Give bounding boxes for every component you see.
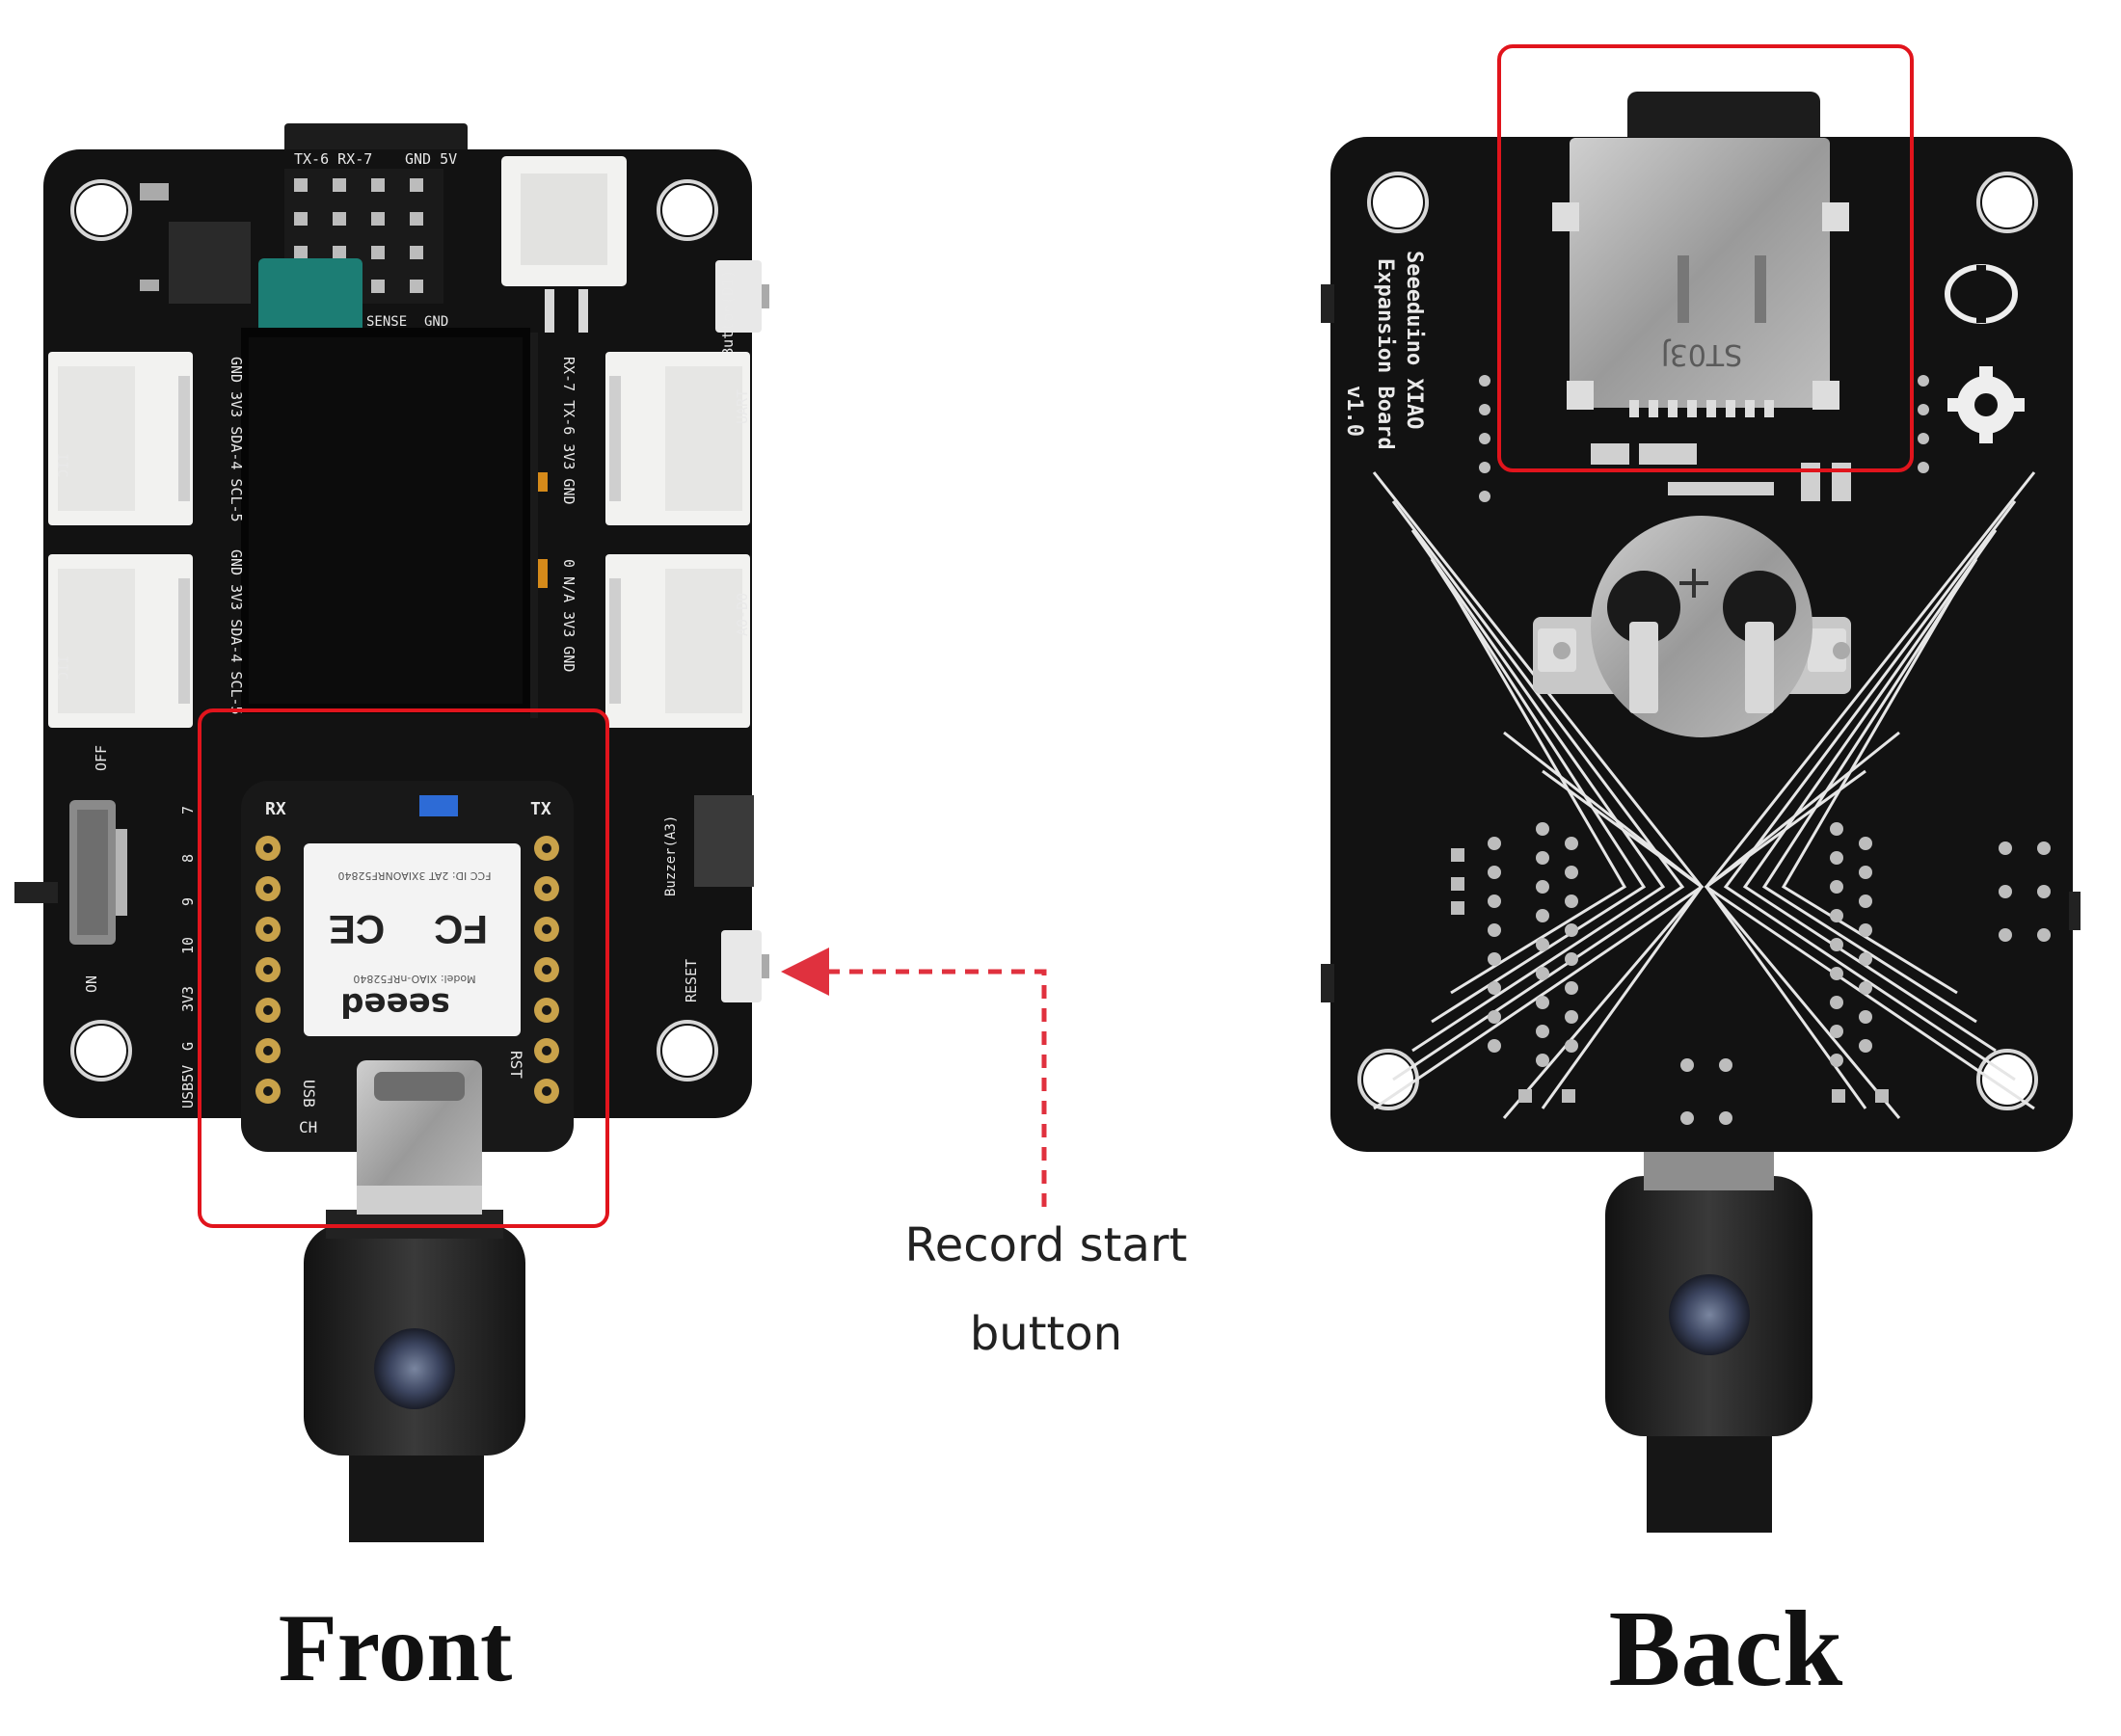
sd-card-slot bbox=[1552, 138, 1849, 417]
svg-text:9: 9 bbox=[179, 897, 197, 906]
pins-left-1: GND 3V3 SDA-4 SCL-5 bbox=[228, 357, 245, 522]
module-usb-label: USB bbox=[300, 1080, 318, 1108]
button-d1-label: Button(D1) bbox=[719, 270, 737, 357]
highlight-box-front bbox=[198, 708, 609, 1228]
annotation-line-1: Record start bbox=[904, 1218, 1188, 1272]
module-shield bbox=[304, 843, 521, 1036]
annotation-line-2: button bbox=[969, 1307, 1123, 1361]
x-trace-pattern bbox=[1372, 471, 2036, 1119]
svg-text:10: 10 bbox=[179, 937, 197, 954]
button-d1[interactable] bbox=[715, 260, 762, 333]
cable-logo-icon bbox=[374, 1328, 455, 1409]
annotation-arrow bbox=[781, 948, 1047, 1207]
coin-cell-holder bbox=[1533, 516, 1851, 737]
back-title-line1: Seeeduino XIAO bbox=[1402, 251, 1426, 429]
module-tx-label: TX bbox=[530, 799, 551, 819]
pins-left-2: GND 3V3 SDA-4 SCL-5 bbox=[228, 549, 245, 715]
header-label-gnd-5v: GND 5V bbox=[405, 150, 457, 168]
back-version: v1.0 bbox=[1342, 386, 1366, 437]
grove-connector-iic-1[interactable] bbox=[48, 352, 193, 525]
grove-connector-uart[interactable] bbox=[605, 352, 750, 525]
back-board: Seeeduino XIAO Expansion Board v1.0 bbox=[1321, 92, 2081, 1533]
iic-1-label: IIC bbox=[54, 453, 69, 477]
switch-on-label: ON bbox=[83, 975, 100, 993]
header-label-tx-rx: TX-6 RX-7 bbox=[294, 150, 372, 168]
svg-text:7: 7 bbox=[179, 806, 197, 815]
module-ch-label: CH bbox=[299, 1118, 317, 1136]
module-model: Model: XIAO-nRF52840 bbox=[353, 973, 475, 985]
header-label-sense: SENSE bbox=[366, 314, 407, 330]
sd-marking: ST03J bbox=[1661, 337, 1742, 371]
front-board: TX-6 RX-7 GND 5V SENSE GND Button(D1) GN… bbox=[14, 123, 769, 1542]
highlight-box-back bbox=[1497, 44, 1914, 472]
caption-back: Back bbox=[1608, 1589, 1843, 1709]
ce-mark-icon: CE bbox=[329, 907, 385, 952]
header-label-gnd: GND bbox=[424, 314, 448, 330]
grove-connector-a0-d0[interactable] bbox=[605, 554, 750, 728]
seeed-logo-icon bbox=[1945, 264, 2018, 324]
module-rst-label: RST bbox=[507, 1051, 525, 1079]
gear-logo-icon bbox=[1947, 366, 2025, 443]
pins-right-1: RX-7 TX-6 3V3 GND bbox=[560, 357, 577, 505]
switch-off-label: OFF bbox=[93, 745, 110, 771]
mounting-holes bbox=[70, 179, 718, 1082]
svg-text:G: G bbox=[179, 1042, 197, 1051]
back-mounting-holes bbox=[1357, 172, 2038, 1110]
svg-text:3V3: 3V3 bbox=[179, 986, 197, 1012]
grove-connector-iic-2[interactable] bbox=[48, 554, 193, 728]
uart-label: UART bbox=[734, 389, 751, 424]
xiao-module bbox=[241, 781, 574, 1152]
usb-cable-back bbox=[1605, 1152, 1812, 1533]
reset-label: RESET bbox=[683, 959, 700, 1002]
buzzer-label: Buzzer(A3) bbox=[663, 815, 679, 896]
caption-front: Front bbox=[278, 1594, 513, 1701]
module-rx-label: RX bbox=[265, 799, 286, 819]
module-fcc-id: FCC ID: 2AT 3XIAONRF52840 bbox=[338, 869, 492, 882]
usb-cable-front bbox=[304, 1210, 525, 1542]
usb-c-plug-front bbox=[357, 1060, 482, 1215]
cable-logo-icon-back bbox=[1669, 1274, 1750, 1355]
iic-2-label: IIC bbox=[54, 655, 69, 680]
svg-text:8: 8 bbox=[179, 854, 197, 863]
pad-grid bbox=[1451, 822, 2051, 1125]
sensor-chip bbox=[258, 258, 362, 335]
reset-button[interactable] bbox=[721, 930, 762, 1002]
back-title-line2: Expansion Board bbox=[1373, 258, 1397, 450]
a0-d0-label: A0-D0 bbox=[734, 593, 751, 636]
module-brand: seeed bbox=[340, 985, 450, 1024]
side-pin-labels: 7 8 9 10 3V3 G USB5V bbox=[179, 806, 197, 1108]
fcc-mark-icon: FC bbox=[434, 907, 488, 952]
buzzer bbox=[694, 795, 754, 887]
svg-text:USB5V: USB5V bbox=[179, 1065, 197, 1108]
pins-right-2: 0 N/A 3V3 GND bbox=[560, 559, 577, 672]
